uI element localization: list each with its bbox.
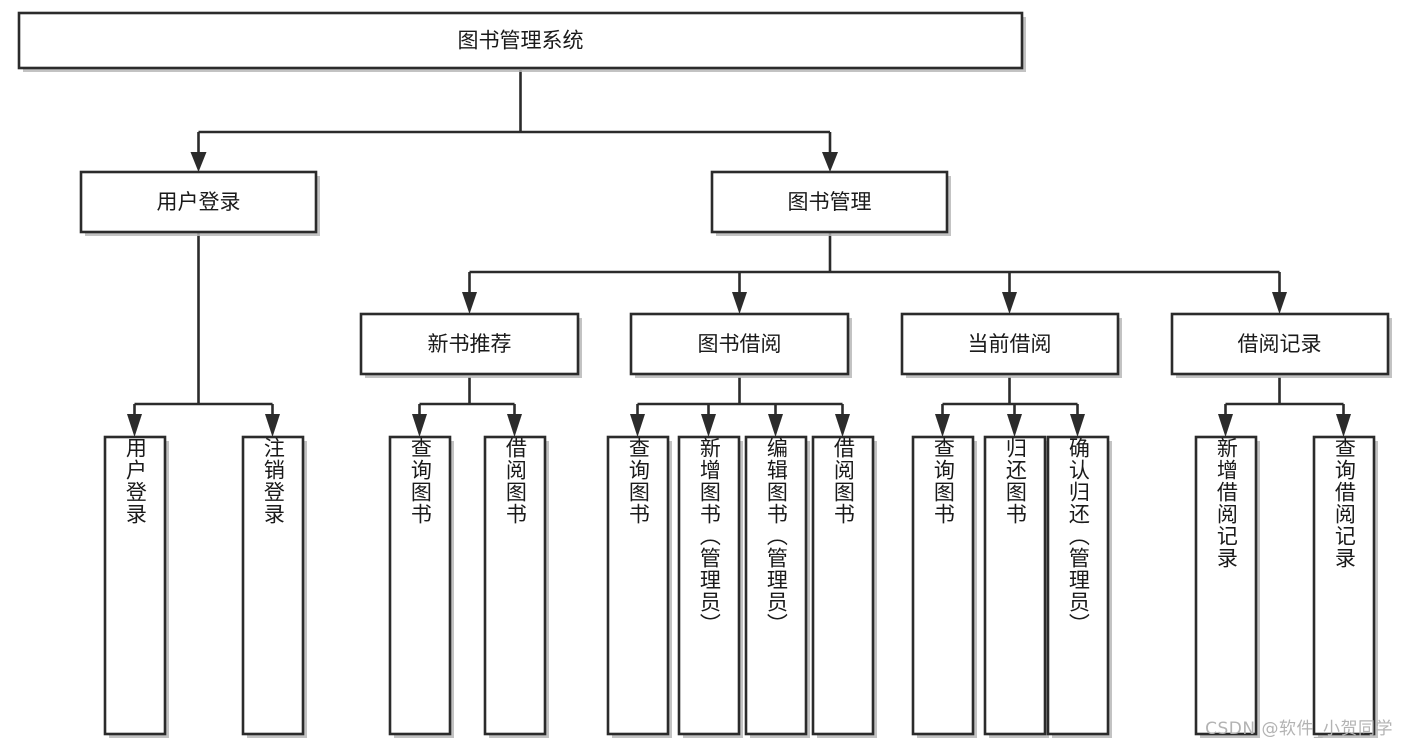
node-leaf-query-book-2[interactable]	[606, 435, 670, 736]
node-book-borrow[interactable]	[629, 312, 850, 376]
arrow-to-book-management	[822, 152, 838, 172]
node-leaf-query-record[interactable]	[1312, 435, 1376, 736]
node-book-management[interactable]	[710, 170, 949, 234]
node-leaf-query-book-1[interactable]	[388, 435, 452, 736]
arrow-to-borrow-record	[1272, 292, 1287, 314]
node-borrow-record-label: 借阅记录	[1238, 332, 1322, 356]
node-user-login[interactable]	[79, 170, 318, 234]
node-book-management-label: 图书管理	[788, 190, 872, 214]
node-leaf-user-logout[interactable]	[241, 435, 305, 736]
node-book-borrow-label: 图书借阅	[698, 332, 782, 356]
node-leaf-confirm-return[interactable]	[1046, 435, 1110, 736]
csdn-watermark: CSDN @软件_小贺同学	[1205, 719, 1393, 739]
node-leaf-borrow-book-2[interactable]	[811, 435, 875, 736]
node-user-login-label: 用户登录	[157, 190, 241, 214]
arrow-leaf-query-book-2	[630, 414, 645, 437]
node-root[interactable]	[17, 11, 1024, 70]
node-leaf-user-login[interactable]	[103, 435, 167, 736]
node-leaf-return-book[interactable]	[983, 435, 1047, 736]
arrow-leaf-edit-book	[768, 414, 783, 437]
node-leaf-query-book-3[interactable]	[911, 435, 975, 736]
node-new-book-recommend-label: 新书推荐	[428, 332, 512, 356]
node-current-borrow[interactable]	[900, 312, 1120, 376]
node-layer: 图书管理系统 用户登录 图书管理 新书推荐 图书借阅 当前借阅 借阅记录	[17, 11, 1392, 738]
arrow-leaf-user-login	[127, 414, 142, 437]
arrow-leaf-add-book	[701, 414, 716, 437]
connector-layer	[127, 70, 1351, 437]
arrow-to-current-borrow	[1002, 292, 1017, 314]
arrow-leaf-user-logout	[265, 414, 280, 437]
arrow-leaf-query-book-3	[935, 414, 950, 437]
arrow-leaf-query-book-1	[412, 414, 427, 437]
arrow-to-book-borrow	[732, 292, 747, 314]
node-borrow-record[interactable]	[1170, 312, 1390, 376]
arrow-leaf-borrow-book-1	[507, 414, 522, 437]
arrow-to-user-login	[190, 152, 207, 172]
arrow-leaf-add-record	[1218, 414, 1233, 437]
arrow-leaf-query-record	[1336, 414, 1351, 437]
node-leaf-borrow-book-1[interactable]	[483, 435, 547, 736]
node-current-borrow-label: 当前借阅	[968, 332, 1052, 356]
node-root-label: 图书管理系统	[458, 29, 584, 53]
arrow-leaf-confirm-return	[1070, 414, 1085, 437]
arrow-leaf-return-book	[1007, 414, 1022, 437]
node-leaf-add-book[interactable]	[677, 435, 741, 736]
node-new-book-recommend[interactable]	[359, 312, 580, 376]
node-leaf-edit-book[interactable]	[744, 435, 808, 736]
arrow-to-new-book-recommend	[462, 292, 477, 314]
node-leaf-add-record[interactable]	[1194, 435, 1258, 736]
arrow-leaf-borrow-book-2	[835, 414, 850, 437]
